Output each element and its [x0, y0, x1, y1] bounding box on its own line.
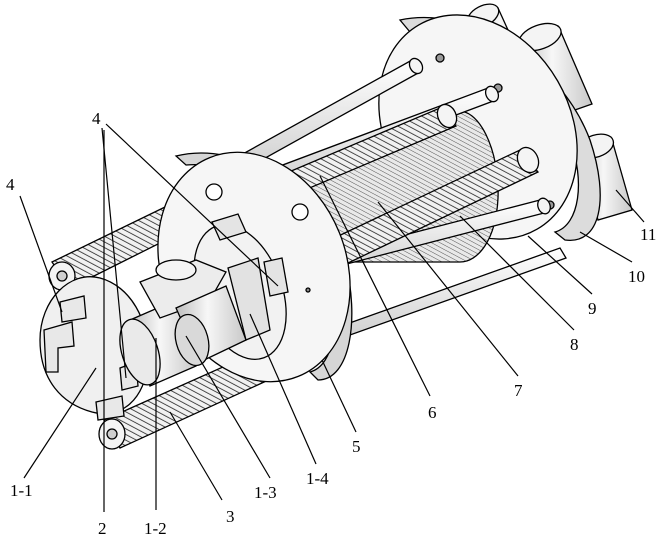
label-1-4: 1-4 — [306, 469, 329, 488]
label-4-left: 4 — [6, 175, 15, 194]
label-11: 11 — [640, 225, 656, 244]
label-4-top: 4 — [92, 109, 101, 128]
label-10: 10 — [628, 267, 645, 286]
yoke-pin — [156, 260, 196, 280]
label-1-1: 1-1 — [10, 481, 33, 500]
label-7: 7 — [514, 381, 523, 400]
label-5: 5 — [352, 437, 361, 456]
label-1-3: 1-3 — [254, 483, 277, 502]
rear-flange-hole — [436, 54, 444, 62]
label-9: 9 — [588, 299, 597, 318]
label-6: 6 — [428, 403, 437, 422]
label-2: 2 — [98, 519, 107, 538]
label-8: 8 — [570, 335, 579, 354]
middle-flange-hole — [206, 184, 222, 200]
label-3: 3 — [226, 507, 235, 526]
label-1-2: 1-2 — [144, 519, 167, 538]
middle-flange-hole — [292, 204, 308, 220]
